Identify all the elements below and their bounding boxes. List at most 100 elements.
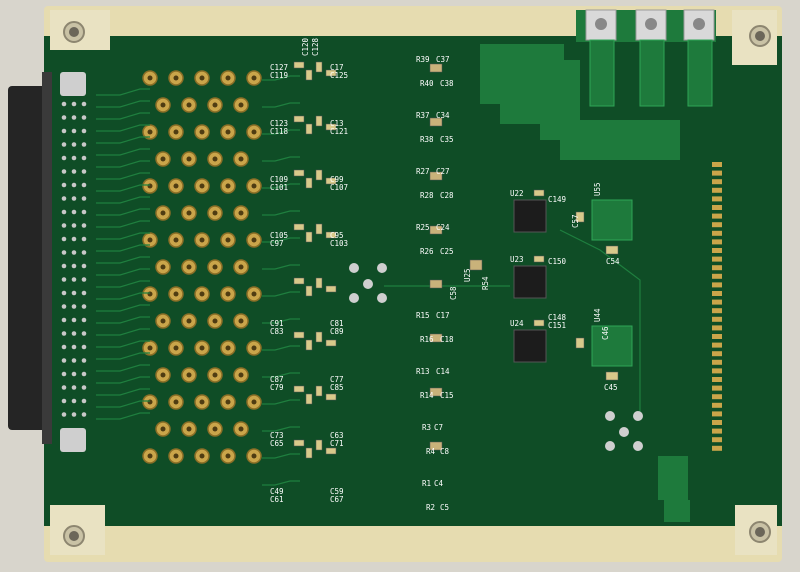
- connector-pin: [71, 304, 77, 309]
- smd-part: [429, 441, 443, 451]
- silk-label: C148: [548, 313, 567, 322]
- connector-pin: [61, 277, 67, 282]
- silk-label: C97: [270, 239, 284, 248]
- regulator-tabs: [585, 9, 715, 107]
- smd-part: [315, 61, 323, 73]
- smd-part: [429, 279, 443, 289]
- connector-pin: [61, 250, 67, 255]
- silk-label: R37: [416, 111, 430, 120]
- smd-part: [605, 371, 619, 381]
- silk-label: R3: [422, 423, 431, 432]
- silk-label: R39: [416, 55, 430, 64]
- smd-part: [429, 333, 443, 343]
- smd-part: [293, 385, 305, 393]
- connector-pin: [81, 115, 87, 120]
- connector-pin: [71, 398, 77, 404]
- silk-label: C95: [330, 231, 344, 240]
- silk-label: C121: [330, 127, 348, 136]
- silk-label: C89: [330, 327, 344, 336]
- connector-pin: [81, 371, 87, 377]
- smd-part: [325, 447, 337, 455]
- smd-part: [305, 69, 313, 81]
- connector-pin: [81, 317, 87, 323]
- connector-pin: [71, 155, 77, 161]
- connector-pin: [81, 128, 87, 134]
- connector-pin: [81, 304, 87, 309]
- connector-pin: [71, 277, 77, 282]
- connector-pin: [81, 182, 87, 188]
- edge-pad: [712, 316, 722, 322]
- connector-pin: [71, 371, 77, 377]
- connector-pin: [81, 236, 87, 242]
- connector-pin: [81, 169, 87, 174]
- silk-label: C87: [270, 375, 284, 384]
- silk-label: C45: [604, 383, 618, 392]
- edge-pad: [712, 291, 722, 296]
- connector-pin: [81, 142, 87, 147]
- connector-pin: [61, 371, 67, 377]
- smd-part: [315, 385, 323, 397]
- smd-part: [305, 285, 313, 297]
- connector-pin: [81, 155, 87, 161]
- connector-pin: [81, 412, 87, 417]
- silk-label: C14: [436, 367, 450, 376]
- smd-part: [305, 393, 313, 405]
- connector-pin: [71, 317, 77, 323]
- connector-pin: [61, 223, 67, 228]
- connector-pin: [81, 290, 87, 296]
- smd-part: [325, 339, 337, 347]
- smd-part: [469, 259, 483, 271]
- silk-label: C123: [270, 119, 288, 128]
- smd-part: [305, 123, 313, 135]
- board-core: [44, 36, 782, 526]
- silk-label: U24: [510, 319, 524, 328]
- smd-part: [429, 387, 443, 397]
- silk-label: C38: [440, 79, 454, 88]
- connector-pin: [61, 263, 67, 269]
- silk-label: C91: [270, 319, 284, 328]
- connector-pin: [71, 236, 77, 242]
- edge-pad: [712, 394, 722, 400]
- connector-pins: [61, 101, 87, 417]
- edge-pad: [712, 368, 722, 374]
- connector-pin: [81, 358, 87, 363]
- edge-pad: [712, 265, 722, 271]
- smd-part: [533, 189, 545, 197]
- edge-pad: [712, 162, 722, 167]
- connector-pin: [61, 304, 67, 309]
- through-holes: [349, 263, 643, 451]
- smd-part: [533, 319, 545, 327]
- connector-pin: [81, 263, 87, 269]
- edge-pad: [712, 385, 722, 391]
- silk-label: R26: [420, 247, 434, 256]
- connector-pin: [71, 223, 77, 228]
- silk-label: C28: [440, 191, 454, 200]
- connector-pin: [61, 196, 67, 201]
- connector-pin: [71, 209, 77, 215]
- silk-label: U22: [510, 189, 524, 198]
- smd-part: [429, 117, 443, 127]
- connector-pin: [61, 236, 67, 242]
- smd-part: [325, 123, 337, 131]
- silk-label: U44: [593, 308, 602, 322]
- silk-label: R15: [416, 311, 430, 320]
- silk-label: C7: [434, 423, 443, 432]
- silk-label: C150: [548, 257, 567, 266]
- silk-label: R28: [420, 191, 434, 200]
- smd-part: [305, 447, 313, 459]
- edge-pad: [712, 359, 722, 365]
- connector-pin: [71, 412, 77, 417]
- mounting-holes: [63, 21, 771, 547]
- connector-pin: [61, 169, 67, 174]
- silk-label: C71: [330, 439, 344, 448]
- edge-pad: [712, 248, 722, 253]
- silk-label: C77: [330, 375, 344, 384]
- silk-label: C127: [270, 63, 288, 72]
- silk-label: R38: [420, 135, 434, 144]
- left-connector: [8, 72, 86, 452]
- silk-label: R16: [420, 335, 434, 344]
- gold-via-grid: [142, 70, 262, 464]
- connector-pin: [81, 250, 87, 255]
- connector-pin: [61, 290, 67, 296]
